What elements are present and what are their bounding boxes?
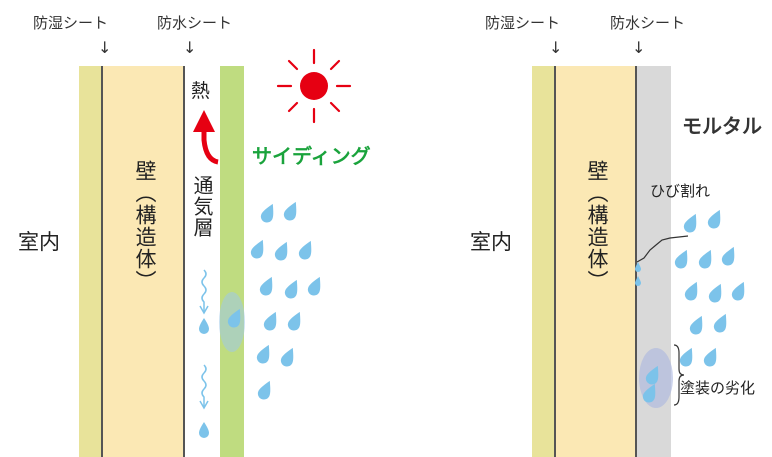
ventilated-wall-diagram: 防湿シート 防水シート ↓ ↓ 室内 壁（構造体） 熱 通気層 サイディング bbox=[18, 14, 371, 457]
mortar-wall-diagram: 防湿シート 防水シート ↓ ↓ 室内 壁（構造体） モルタル ひび割れ 塗装の劣… bbox=[430, 0, 772, 457]
left-overlay bbox=[193, 48, 352, 438]
moisture-sheet-arrow-icon: ↓ bbox=[98, 38, 112, 57]
moisture-sheet-label-right: 防湿シート bbox=[485, 14, 561, 32]
rain-drops-icon bbox=[227, 201, 321, 400]
waterproof-sheet-arrow-icon-right: ↓ bbox=[632, 38, 646, 57]
air-layer-drops-icon bbox=[199, 318, 209, 438]
crack-line-icon bbox=[636, 235, 689, 263]
waterproof-sheet-line bbox=[183, 66, 185, 457]
structural-wall-right bbox=[556, 66, 635, 457]
waterproof-sheet-label: 防水シート bbox=[157, 14, 233, 32]
moisture-sheet-line-right bbox=[554, 66, 556, 457]
wall-label-right: 壁（構造体） bbox=[585, 160, 609, 292]
heat-arrow-icon bbox=[193, 110, 219, 165]
heat-label: 熱 bbox=[191, 80, 211, 102]
waterproof-sheet-line-right bbox=[635, 66, 637, 457]
waterproof-sheet-arrow-icon: ↓ bbox=[183, 38, 197, 57]
right-overlay bbox=[635, 209, 745, 408]
wall-label: 壁（構造体） bbox=[133, 160, 157, 292]
crack-seep-drops-icon bbox=[635, 262, 641, 286]
paint-degradation-bracket-icon bbox=[673, 344, 685, 406]
room-label-right: 室内 bbox=[470, 230, 512, 254]
sun-icon bbox=[276, 48, 352, 124]
crack-label: ひび割れ bbox=[650, 182, 711, 200]
moisture-barrier-layer bbox=[79, 66, 101, 457]
moisture-sheet-arrow-icon-right: ↓ bbox=[549, 38, 563, 57]
waterproof-sheet-label-right: 防水シート bbox=[610, 14, 686, 32]
rain-drops-icon-right bbox=[642, 209, 745, 403]
moisture-sheet-label: 防湿シート bbox=[33, 14, 109, 32]
room-label: 室内 bbox=[18, 230, 60, 254]
mortar-label: モルタル bbox=[682, 114, 762, 138]
siding-panel bbox=[220, 66, 244, 457]
structural-wall bbox=[103, 66, 183, 457]
air-layer-label: 通気層 bbox=[190, 175, 214, 238]
moisture-barrier-layer-right bbox=[532, 66, 554, 457]
airflow-arrows-icon bbox=[199, 269, 209, 410]
siding-label: サイディング bbox=[252, 144, 371, 168]
paint-degradation-label: 塗装の劣化 bbox=[680, 379, 756, 397]
moisture-sheet-line bbox=[101, 66, 103, 457]
